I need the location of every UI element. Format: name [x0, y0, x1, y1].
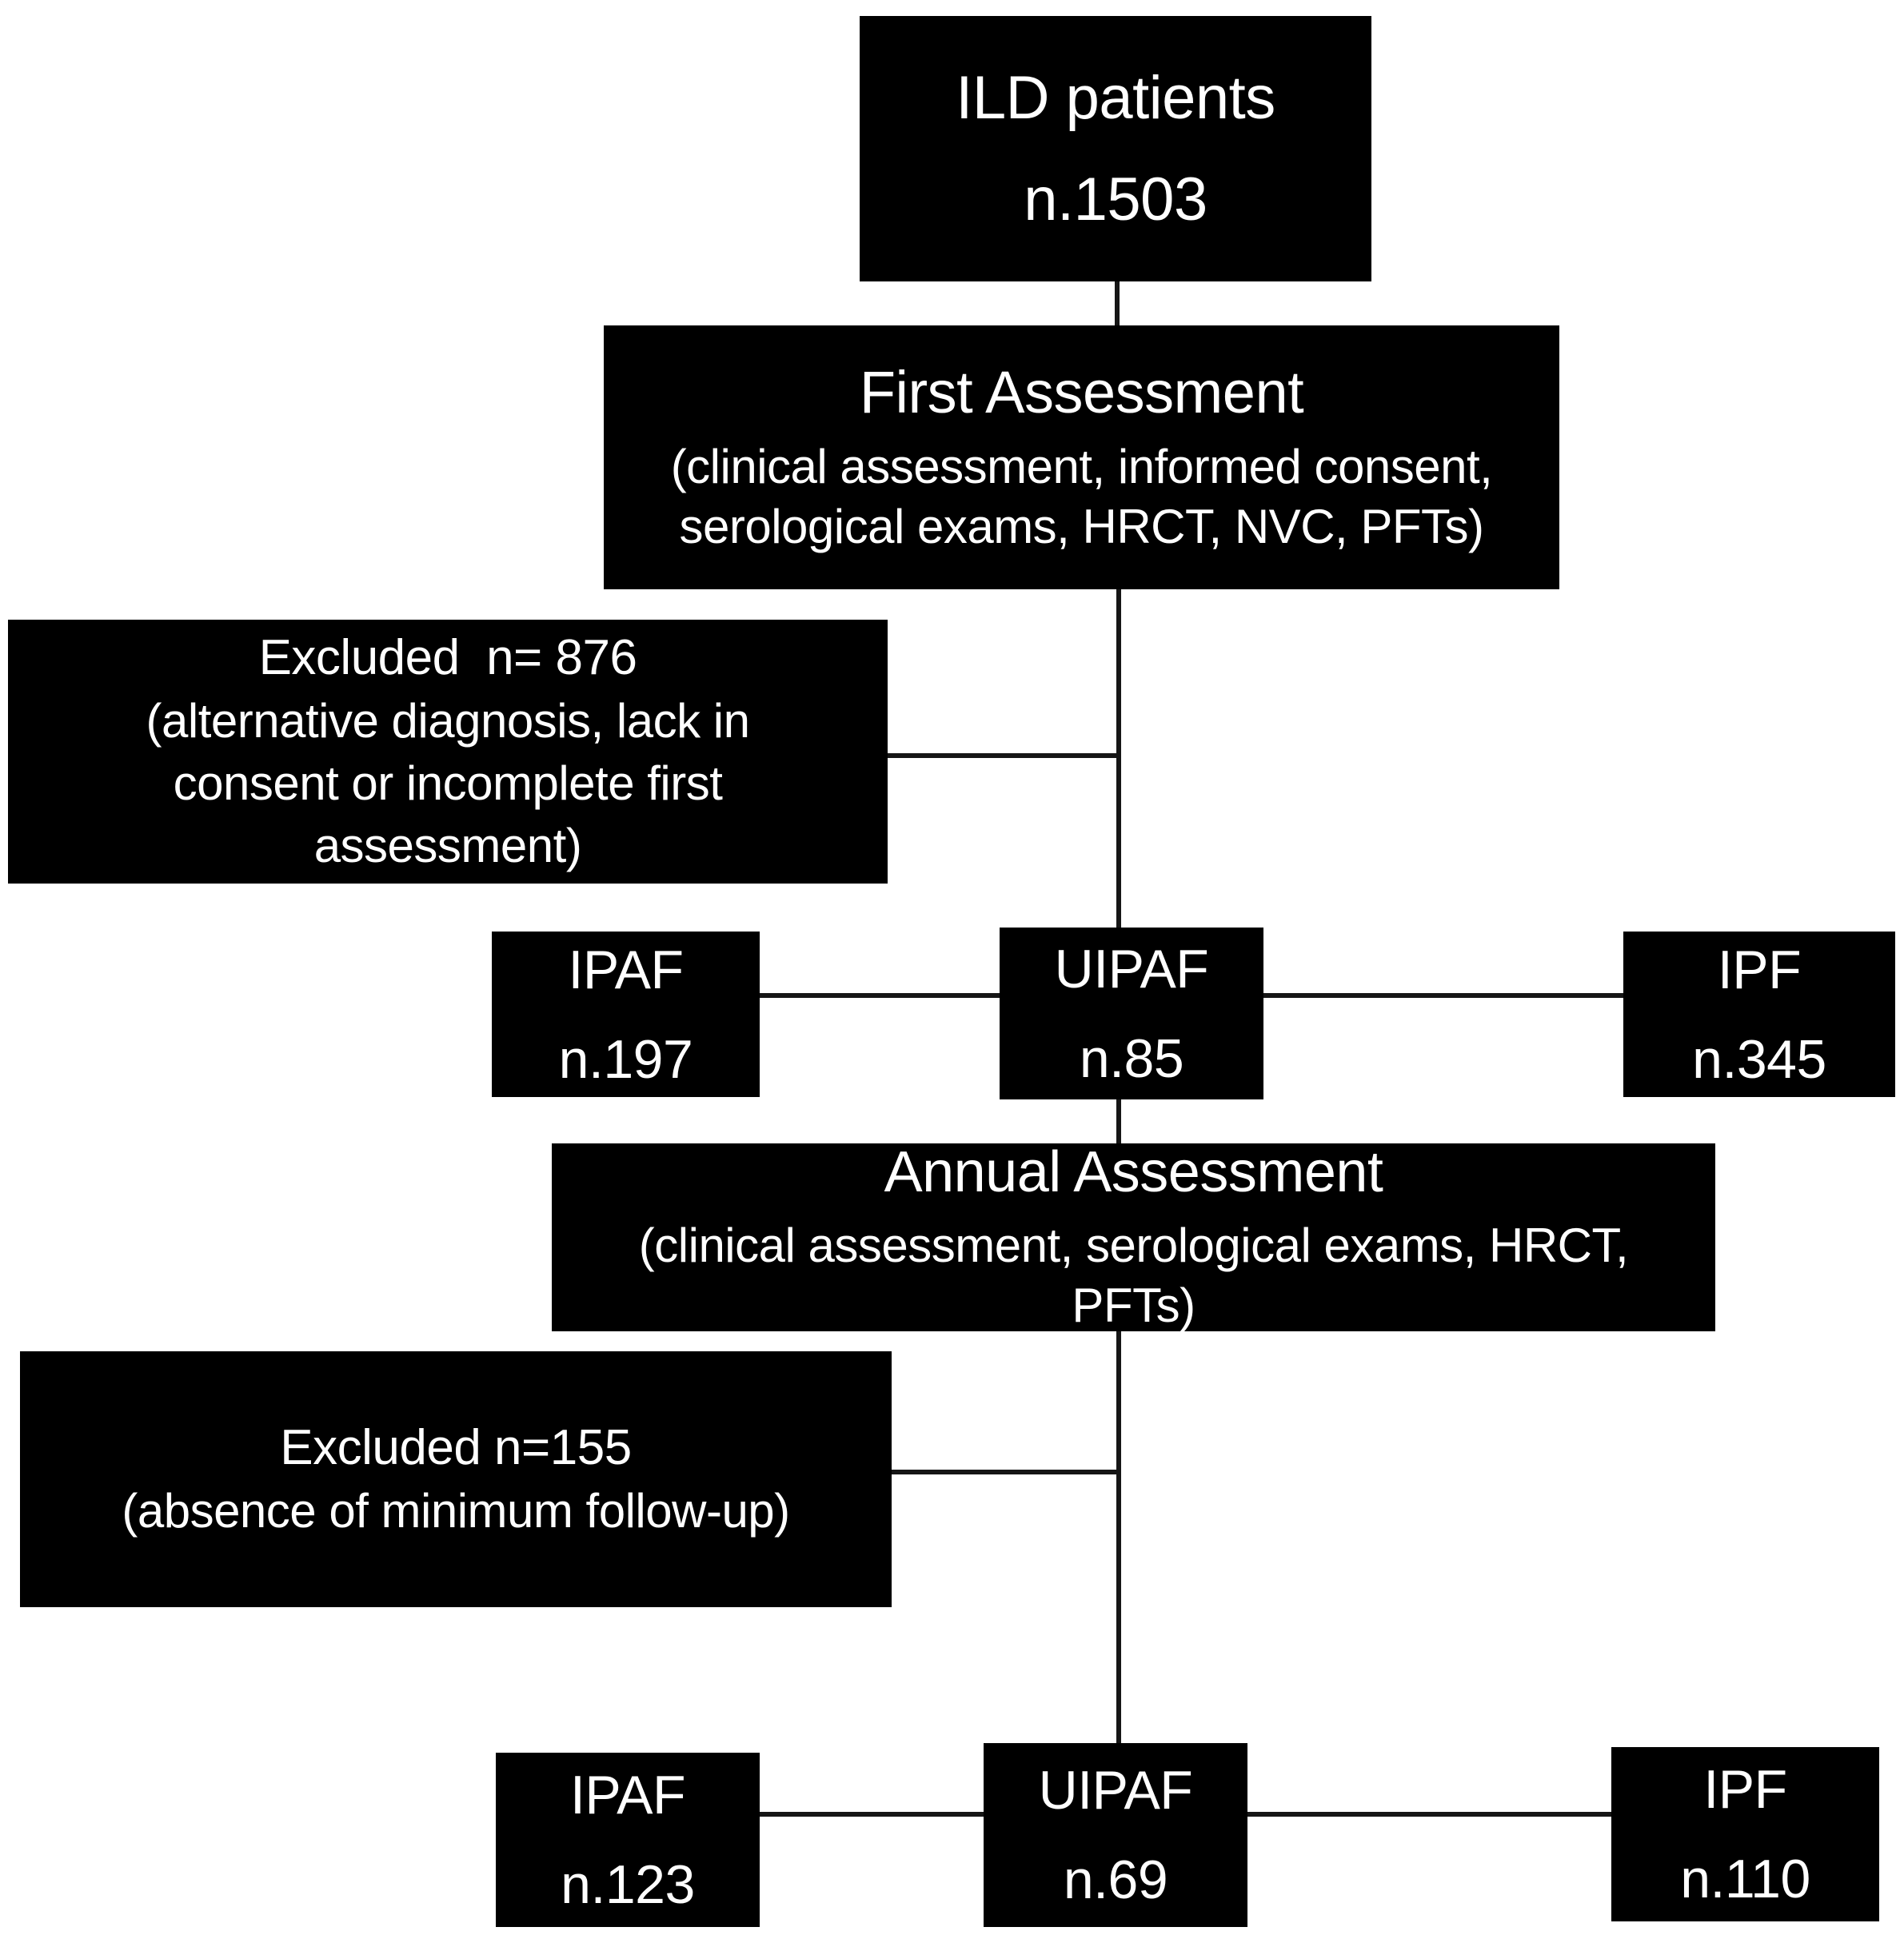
ild-patients-count: n.1503: [1024, 166, 1207, 233]
first-assessment-title: First Assessment: [859, 359, 1304, 426]
node-ipf-annual: IPF n.110: [1611, 1747, 1879, 1921]
ild-patients-label: ILD patients: [956, 63, 1275, 132]
connector-annual-to-uipaf: [1116, 1330, 1121, 1745]
uipaf-annual-count: n.69: [1063, 1849, 1168, 1910]
node-ipaf-annual: IPAF n.123: [496, 1753, 760, 1927]
node-ild-patients: ILD patients n.1503: [860, 16, 1371, 281]
connector-ipaf-uipaf-annual: [758, 1812, 985, 1817]
connector-uipaf-ipf-annual: [1246, 1812, 1614, 1817]
uipaf-annual-label: UIPAF: [1038, 1760, 1193, 1821]
excluded-first-title: Excluded n= 876: [258, 629, 637, 685]
connector-ild-to-first: [1115, 280, 1120, 325]
node-uipaf-annual: UIPAF n.69: [984, 1743, 1247, 1927]
node-first-assessment: First Assessment (clinical assessment, i…: [604, 325, 1559, 589]
ipf-first-label: IPF: [1717, 939, 1802, 1000]
node-uipaf-first: UIPAF n.85: [1000, 928, 1263, 1099]
first-assessment-subtitle: (clinical assessment, informed consent, …: [670, 439, 1493, 553]
connector-uipaf-ipf-first: [1262, 993, 1625, 998]
connector-first-to-uipaf: [1116, 588, 1121, 929]
ipf-annual-count: n.110: [1680, 1849, 1810, 1909]
annual-assessment-subtitle: (clinical assessment, serological exams,…: [638, 1218, 1629, 1332]
uipaf-first-count: n.85: [1079, 1027, 1184, 1089]
connector-excluded-annual: [890, 1470, 1120, 1474]
connector-excluded-first: [888, 753, 1120, 758]
connector-ipaf-uipaf-first: [758, 993, 1001, 998]
excluded-annual-title: Excluded n=155: [280, 1419, 632, 1475]
ipaf-first-label: IPAF: [568, 939, 684, 1000]
node-ipaf-first: IPAF n.197: [492, 932, 760, 1097]
node-ipf-first: IPF n.345: [1623, 932, 1895, 1097]
ipaf-annual-count: n.123: [561, 1854, 695, 1915]
connector-uipaf-to-annual: [1116, 1098, 1121, 1145]
ipaf-first-count: n.197: [558, 1028, 693, 1090]
ipaf-annual-label: IPAF: [569, 1765, 686, 1825]
excluded-annual-subtitle: (absence of minimum follow-up): [122, 1484, 790, 1538]
uipaf-first-label: UIPAF: [1054, 938, 1209, 999]
node-excluded-annual: Excluded n=155 (absence of minimum follo…: [20, 1351, 892, 1607]
annual-assessment-title: Annual Assessment: [884, 1140, 1383, 1205]
ipf-first-count: n.345: [1692, 1028, 1826, 1090]
ipf-annual-label: IPF: [1703, 1759, 1787, 1820]
node-annual-assessment: Annual Assessment (clinical assessment, …: [552, 1140, 1715, 1332]
excluded-first-subtitle: (alternative diagnosis, lack in consent …: [146, 694, 750, 873]
node-excluded-first: Excluded n= 876 (alternative diagnosis, …: [8, 620, 888, 884]
